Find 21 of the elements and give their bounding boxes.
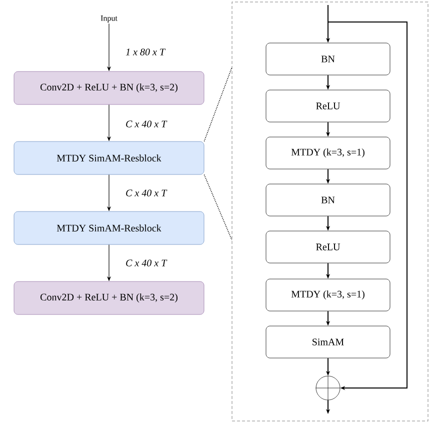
zoom-line [204, 174, 232, 240]
resblock-box: MTDY SimAM-Resblock [14, 211, 204, 245]
layer-box: SimAM [266, 326, 390, 358]
edge-label: C x 40 x T [126, 260, 168, 266]
layer-box: BN [266, 42, 390, 76]
layer-box: ReLU [266, 90, 390, 122]
arrow [328, 22, 408, 390]
edge-label: C x 40 x T [126, 190, 168, 196]
edge-label: 1 x 80 x T [126, 48, 166, 56]
resblock-box: MTDY SimAM-Resblock [14, 141, 204, 175]
zoom-panel [232, 2, 428, 422]
layer-box: MTDY (k=3, s=1) [266, 136, 390, 170]
sum-circle [316, 376, 340, 400]
edge-label: C x 40 x T [126, 120, 168, 128]
layer-box: ReLU [266, 230, 390, 264]
conv-block-box: Conv2D + ReLU + BN (k=3, s=2) [14, 281, 204, 315]
layer-box: BN [266, 184, 390, 216]
conv-block-box: Conv2D + ReLU + BN (k=3, s=2) [14, 71, 204, 105]
layer-box: MTDY (k=3, s=1) [266, 278, 390, 312]
zoom-line [204, 67, 232, 142]
input-label: Input [100, 16, 118, 22]
